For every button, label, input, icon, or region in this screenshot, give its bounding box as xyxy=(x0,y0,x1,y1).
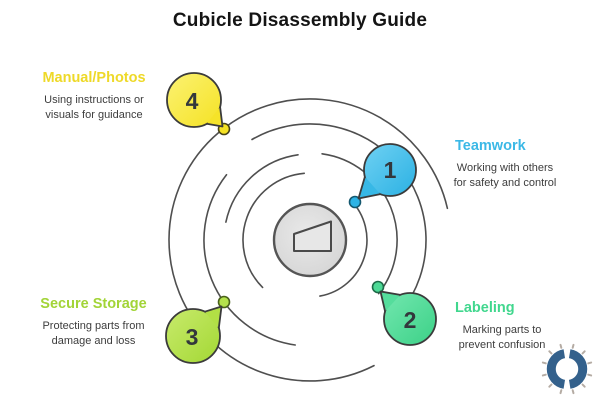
step-text-labeling: Labeling Marking parts to prevent confus… xyxy=(453,300,551,352)
step-label-labeling: Labeling xyxy=(455,300,515,316)
spiral-arc-4b xyxy=(321,153,398,295)
step-balloon-4: 4 xyxy=(166,72,224,128)
step-text-manual-photos: Manual/Photos Using instructions or visu… xyxy=(33,70,155,122)
step-label-manual-photos: Manual/Photos xyxy=(42,70,146,86)
spiral-arc-4a xyxy=(225,154,299,223)
step-number-3: 3 xyxy=(186,324,199,350)
step-description-labeling: Marking parts to prevent confusion xyxy=(458,324,546,351)
spiral-arc-3 xyxy=(203,173,296,346)
step-balloon-3: 3 xyxy=(165,305,223,364)
step-label-teamwork: Teamwork xyxy=(455,138,526,154)
brand-logo xyxy=(541,343,593,395)
step-description-teamwork: Working with others for safety and contr… xyxy=(453,162,557,189)
wedge-shape-icon xyxy=(293,220,332,252)
step-label-secure-storage: Secure Storage xyxy=(40,296,147,312)
step-text-teamwork: Teamwork Working with others for safety … xyxy=(453,138,557,190)
page-title: Cubicle Disassembly Guide xyxy=(172,10,428,31)
step-text-secure-storage: Secure Storage Protecting parts from dam… xyxy=(40,296,147,348)
broken-ring-logo xyxy=(546,349,588,389)
spiral-arc-outer xyxy=(168,98,449,382)
logo-ticks xyxy=(541,343,593,395)
step-dot-3 xyxy=(217,295,231,309)
step-balloon-2: 2 xyxy=(379,290,437,346)
step-description-manual-photos: Using instructions or visuals for guidan… xyxy=(44,94,144,121)
step-dot-2 xyxy=(371,280,385,294)
spiral-arc-6 xyxy=(319,198,368,297)
step-number-2: 2 xyxy=(404,307,417,333)
step-number-1: 1 xyxy=(384,157,397,183)
spiral-arc-5 xyxy=(242,172,305,289)
center-hub xyxy=(272,202,348,278)
step-number-4: 4 xyxy=(186,88,199,114)
step-description-secure-storage: Protecting parts from damage and loss xyxy=(42,320,145,347)
step-balloon-1: 1 xyxy=(357,143,417,200)
step-dot-1 xyxy=(348,195,362,209)
